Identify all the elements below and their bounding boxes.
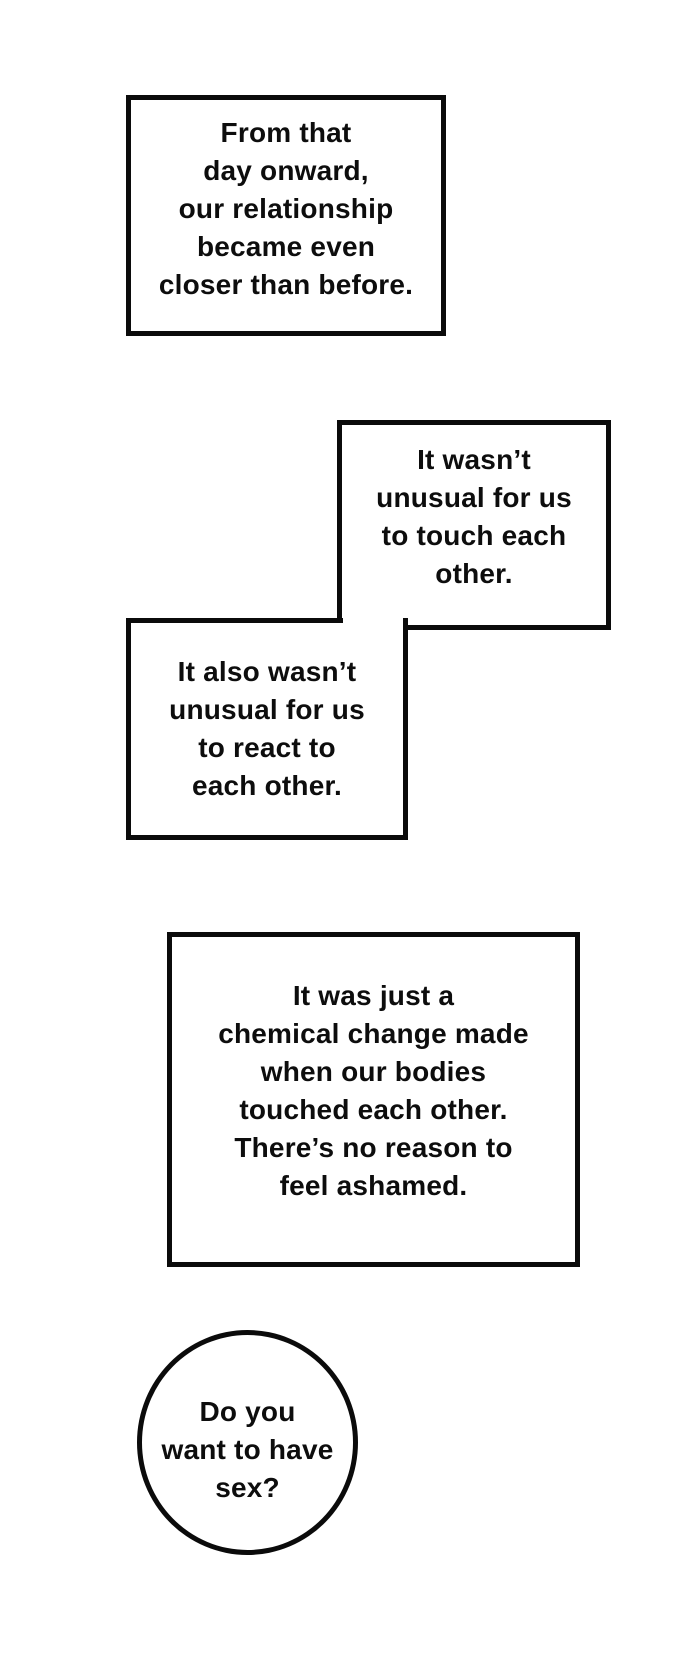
caption-box-4: It was just a chemical change made when …: [167, 932, 580, 1267]
caption-box-3-text: It also wasn’t unusual for us to react t…: [169, 656, 365, 801]
caption-box-1-text: From that day onward, our relationship b…: [158, 116, 414, 300]
panel-union-connector: [343, 612, 403, 640]
caption-box-2-text: It wasn’t unusual for us to touch each o…: [376, 444, 572, 589]
caption-box-4-text: It was just a chemical change made when …: [218, 979, 529, 1201]
speech-bubble: Do you want to have sex?: [137, 1330, 358, 1555]
caption-box-2: It wasn’t unusual for us to touch each o…: [337, 420, 611, 630]
speech-bubble-text: Do you want to have sex?: [161, 1395, 334, 1503]
caption-box-3: It also wasn’t unusual for us to react t…: [126, 618, 408, 840]
caption-box-1: From that day onward, our relationship b…: [126, 95, 446, 336]
